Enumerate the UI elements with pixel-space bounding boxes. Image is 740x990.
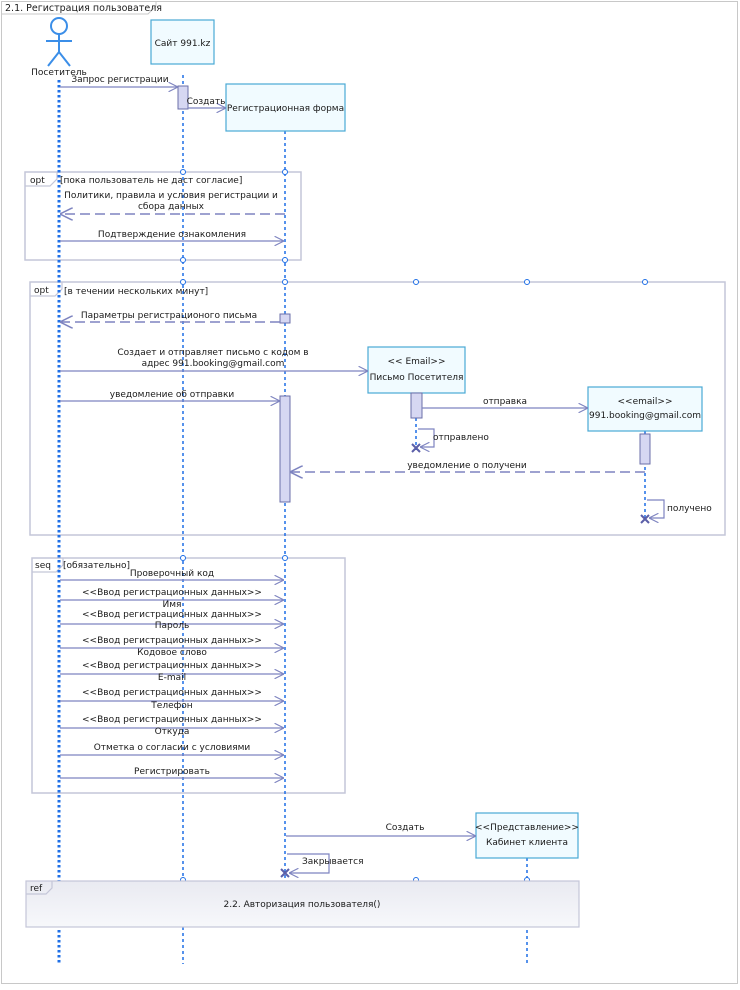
actor-visitor	[46, 17, 72, 67]
message-sent-self	[418, 428, 435, 447]
fragment-operator: ref	[30, 884, 43, 894]
message-received-self-label: получено	[667, 504, 712, 514]
fragment-guard: [пока пользователь не даст согласие]	[60, 176, 242, 186]
activation-mailbox	[639, 433, 651, 465]
message-create-cabinet-label: Создать	[386, 823, 425, 833]
message-create-send-label-1: Создает и отправляет письмо с кодом в	[117, 348, 308, 358]
message-stereotype-label: <<Ввод регистрационных данных>>	[82, 610, 262, 620]
message-closes-self-label: Закрывается	[302, 857, 364, 867]
fragment-ref-text: 2.2. Авторизация пользователя()	[224, 900, 381, 910]
message-stereotype-label: <<Ввод регистрационных данных>>	[82, 661, 262, 671]
diagram-title-tab	[1, 1, 157, 15]
fragment-operator: opt	[34, 286, 49, 296]
fragment-guard: [обязательно]	[63, 561, 130, 571]
lifeline-box-letter: << Email>> Письмо Посетителя	[367, 346, 466, 394]
lifeline-cabinet-name: Кабинет клиента	[486, 838, 568, 848]
message-policies-label-1: Политики, правила и условия регистрации …	[64, 191, 278, 201]
fragment-ref-authorization: ref 2.2. Авторизация пользователя()	[25, 880, 580, 928]
message-create-send-label-2: адрес 991.booking@gmail.com	[142, 359, 285, 369]
message-name-label: Имя	[163, 600, 182, 610]
message-stereotype-label: <<Ввод регистрационных данных>>	[82, 588, 262, 598]
fragment-crossing-markers	[180, 169, 648, 883]
message-create-form-label: Создать	[187, 97, 226, 107]
activation-form-wait	[279, 395, 291, 503]
message-sent-notice-label: уведомление об отправки	[110, 390, 235, 400]
fragment-operator: seq	[35, 561, 51, 571]
message-params-label: Параметры регистрационого письма	[81, 311, 257, 321]
activation-form-params	[279, 313, 291, 324]
lifeline-box-cabinet: <<Представление>> Кабинет клиента	[475, 812, 579, 859]
message-phone-label: Телефон	[150, 701, 193, 711]
lifeline-site-name: Сайт 991.kz	[155, 39, 211, 49]
message-request-label: Запрос регистрации	[71, 75, 168, 85]
fragment-seq-mandatory: seq [обязательно]	[31, 557, 346, 794]
diagram-title: 2.1. Регистрация пользователя	[5, 3, 162, 14]
message-code-label: Проверочный код	[130, 569, 214, 579]
message-closes-self	[287, 853, 330, 873]
message-send-label: отправка	[483, 397, 527, 407]
message-password-label: Пароль	[155, 621, 190, 631]
fragment-opt-consent: opt [пока пользователь не даст согласие]	[24, 171, 302, 261]
message-receive-notice-label: уведомление о получени	[407, 461, 527, 471]
message-sent-self-label: отправлено	[433, 433, 489, 443]
lifeline-box-form: Регистрационная форма	[225, 83, 346, 132]
lifeline-box-site: Сайт 991.kz	[150, 19, 215, 65]
activation-letter	[410, 392, 423, 419]
lifeline-mailbox-name: 991.booking@gmail.com	[589, 411, 701, 421]
message-stereotype-label: <<Ввод регистрационных данных>>	[82, 715, 262, 725]
lifeline-letter-stereotype: << Email>>	[388, 357, 446, 367]
destroy-markers	[280, 443, 650, 878]
message-register-label: Регистрировать	[134, 767, 210, 777]
message-policies-label-2: сбора данных	[138, 202, 205, 212]
message-agree-label: Отметка о согласии с условиями	[94, 743, 251, 753]
message-stereotype-label: <<Ввод регистрационных данных>>	[82, 636, 262, 646]
fragment-operator: opt	[30, 176, 45, 186]
lifeline-mailbox-stereotype: <<email>>	[618, 397, 673, 407]
lifeline-letter-name: Письмо Посетителя	[370, 373, 464, 383]
lifeline-box-mailbox: <<email>> 991.booking@gmail.com	[587, 386, 703, 432]
message-email-label: E-mail	[158, 673, 186, 683]
actor-name: Посетитель	[31, 68, 87, 78]
message-received-self	[647, 499, 665, 518]
message-codeword-label: Кодовое слово	[137, 648, 207, 658]
message-confirm-label: Подтверждение ознакомления	[98, 230, 246, 240]
fragment-guard: [в течении нескольких минут]	[64, 287, 208, 297]
message-stereotype-label: <<Ввод регистрационных данных>>	[82, 688, 262, 698]
lifeline-cabinet-stereotype: <<Представление>>	[475, 823, 579, 833]
activation-site	[177, 85, 189, 110]
lifeline-form-name: Регистрационная форма	[227, 104, 344, 114]
message-source-label: Откуда	[155, 727, 190, 737]
